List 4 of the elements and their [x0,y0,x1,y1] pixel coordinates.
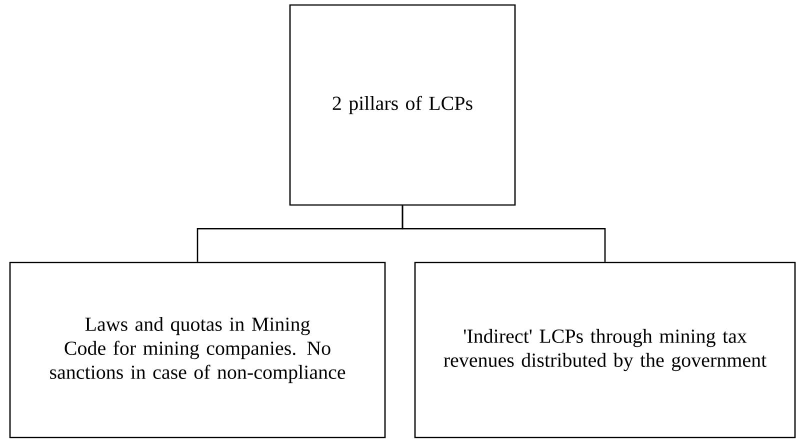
text-box: 'Indirect' LCPs through mining tax revenues distributed by the government [414,262,796,438]
text-box: Laws and quotas in Mining Code for mining companies. No sanctions in case of non-compliance [9,262,386,438]
connector-line [402,206,606,262]
text-box: 2 pillars of LCPs [289,4,516,206]
